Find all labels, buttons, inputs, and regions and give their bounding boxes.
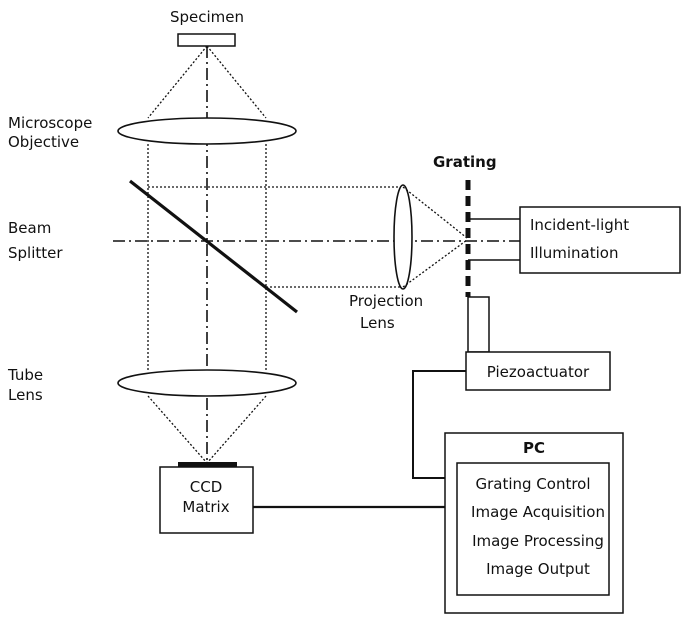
piezoactuator-label: Piezoactuator [487, 363, 590, 381]
tube-lens-label-line1: Tube [7, 366, 43, 384]
illumination-box [519, 206, 681, 274]
specimen-label: Specimen [170, 8, 244, 26]
beam-splitter-plate [129, 179, 298, 314]
beam-splitter-label-line2: Splitter [8, 244, 63, 262]
objective-label-line2: Objective [8, 133, 79, 151]
pc-item-image-output: Image Output [486, 560, 590, 578]
projection-ray-bottom [402, 239, 468, 288]
pc-piezo-cable [412, 370, 466, 479]
tube-lens-label-line2: Lens [8, 386, 43, 404]
ray-specimen-left [147, 45, 208, 119]
projection-lens-label-line1: Projection [349, 292, 423, 310]
pc-item-grating-control: Grating Control [475, 475, 590, 493]
ray-ccd-left [147, 395, 208, 464]
projection-ray-top [402, 186, 468, 239]
ccd-matrix-box [159, 466, 254, 534]
beam-splitter-label-line1: Beam [8, 219, 51, 237]
ray-ccd-right [206, 395, 267, 464]
pc-title: PC [523, 439, 545, 457]
illumination-label-line1: Incident-light [530, 216, 629, 234]
ccd-label-line2: Matrix [182, 498, 229, 516]
projection-lens [393, 184, 413, 290]
objective-label-line1: Microscope [8, 114, 92, 132]
microscope-objective-lens [117, 117, 297, 145]
ccd-label-line1: CCD [190, 478, 223, 496]
ccd-sensor-surface [178, 462, 237, 467]
piezoactuator-box [465, 351, 611, 391]
tube-lens [117, 369, 297, 397]
grating-label: Grating [433, 153, 497, 171]
pc-software-box [456, 462, 610, 596]
grating-holder-stem [467, 296, 490, 353]
ray-specimen-right [206, 45, 267, 119]
illumination-label-line2: Illumination [530, 244, 618, 262]
pc-item-image-processing: Image Processing [472, 532, 604, 550]
pc-item-image-acquisition: Image Acquisition [471, 503, 605, 521]
projection-lens-label-line2: Lens [360, 314, 395, 332]
specimen-slide [177, 33, 236, 47]
